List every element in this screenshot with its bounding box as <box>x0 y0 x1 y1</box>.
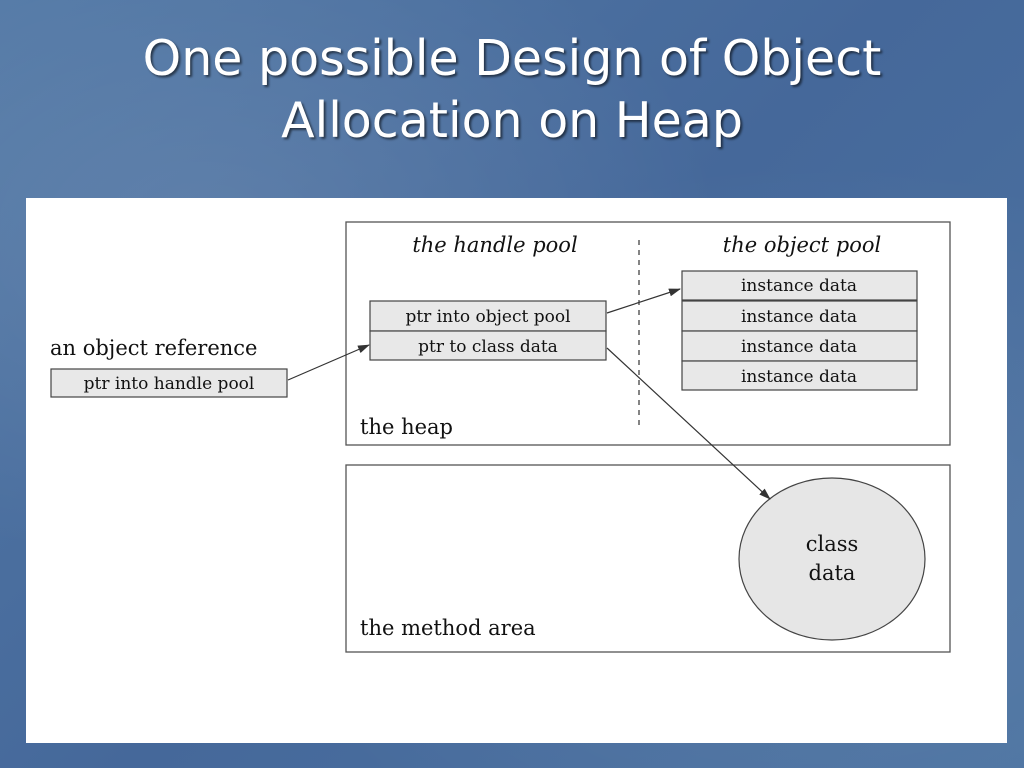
instance-data-box-1 <box>681 270 918 301</box>
heap-label: the heap <box>360 415 453 439</box>
arrow-handle-to-class-data <box>606 347 771 500</box>
ptr-into-object-pool-box <box>369 300 607 332</box>
ptr-into-handle-pool-label: ptr into handle pool <box>84 374 255 394</box>
class-data-label-line-2: data <box>809 561 856 585</box>
class-data-label-line-1: class <box>806 532 859 556</box>
object-allocation-diagram: the handle pool the object pool ptr into… <box>50 221 951 653</box>
ptr-to-class-data-box <box>369 330 607 361</box>
slide-title: One possible Design of Object Allocation… <box>0 28 1024 152</box>
object-reference-label: an object reference <box>50 336 257 360</box>
instance-data-box-2 <box>681 300 918 332</box>
class-data-circle <box>738 477 926 641</box>
method-area-label: the method area <box>360 616 536 640</box>
instance-data-label-4: instance data <box>741 367 857 387</box>
ptr-to-class-data-label: ptr to class data <box>418 337 558 357</box>
ptr-into-handle-pool-box <box>50 368 288 398</box>
object-pool-label: the object pool <box>723 233 881 257</box>
slide-title-line-1: One possible Design of Object <box>142 30 882 87</box>
instance-data-box-4 <box>681 360 918 391</box>
slide-title-line-2: Allocation on Heap <box>281 92 743 149</box>
handle-pool-label: the handle pool <box>412 233 577 257</box>
diagram-panel: the handle pool the object pool ptr into… <box>26 198 1007 743</box>
instance-data-label-2: instance data <box>741 307 857 327</box>
instance-data-box-3 <box>681 330 918 362</box>
instance-data-label-3: instance data <box>741 337 857 357</box>
arrow-reference-to-handle <box>287 344 370 381</box>
ptr-into-object-pool-label: ptr into object pool <box>405 307 570 327</box>
arrow-handle-to-instance <box>606 288 681 314</box>
instance-data-label-1: instance data <box>741 276 857 296</box>
